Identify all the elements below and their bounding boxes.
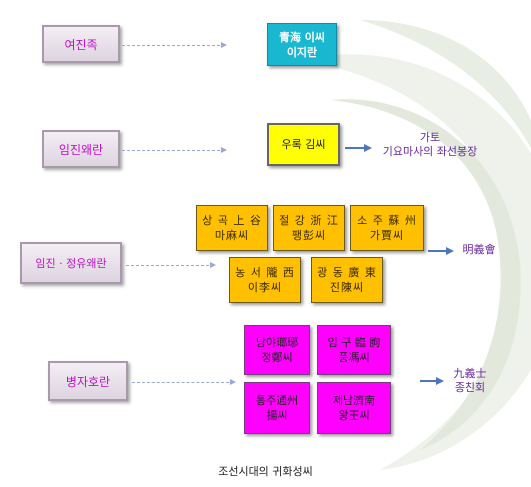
clan-jeolgang-paeng-line1: 절 강 浙 江	[279, 214, 339, 227]
clan-imgu-pung-line2: 풍馮씨	[338, 351, 370, 364]
clan-tongju-yang: 통주通州 揚씨	[244, 382, 310, 434]
period-imjin: 임진왜란	[42, 130, 120, 168]
clan-soju-ga-line2: 가賈씨	[369, 229, 405, 242]
note-imjin: 가토 기요마사의 좌선봉장	[370, 131, 490, 159]
clan-soju-ga-line1: 소 주 蘇 州	[357, 214, 417, 227]
note-byeongja-line2: 종친회	[454, 381, 486, 394]
period-imjin-jeongyu: 임진 · 정유왜란	[20, 242, 122, 284]
clan-jenam-wang-line2: 왕王씨	[338, 409, 370, 422]
clan-sanggok-ma: 상 곡 上 谷 마麻씨	[196, 205, 268, 251]
clan-tongju-yang-line1: 통주通州	[255, 394, 299, 407]
arrow-imjin-note	[345, 144, 372, 152]
period-jurchen: 여진족	[42, 25, 120, 63]
period-byeongja-label: 병자호란	[65, 374, 111, 389]
clan-cheonghae-lee-line2: 이지란	[286, 45, 318, 59]
clan-nongseo-lee: 농 서 隴 西 이李씨	[229, 257, 301, 303]
clan-imgu-pung-line1: 임 구 臨 朐	[327, 336, 381, 349]
diagram-caption: 조선시대의 귀화성씨	[218, 465, 313, 478]
clan-gwangdong-jin-line1: 광 동 廣 東	[317, 266, 377, 279]
note-byeongja-line1: 九義士	[453, 367, 487, 380]
clan-nangya-jeong-line2: 정鄭씨	[261, 351, 293, 364]
dashed-arrow-imjin	[122, 147, 227, 153]
arrow-jeongyu-note	[428, 247, 454, 255]
clan-jenam-wang: 제남濟南 왕王씨	[317, 382, 391, 434]
note-jeongyu-line1: 明義會	[462, 243, 496, 256]
dashed-arrow-jeongyu	[126, 262, 216, 268]
clan-gwangdong-jin-line2: 진陳씨	[329, 281, 365, 294]
dashed-arrow-jurchen	[122, 42, 227, 48]
clan-nongseo-lee-line1: 농 서 隴 西	[235, 266, 295, 279]
note-byeongja: 九義士 종친회	[440, 367, 500, 395]
period-imjin-label: 임진왜란	[58, 142, 104, 157]
clan-urok-kim-line1: 우록 김씨	[281, 138, 326, 151]
clan-sanggok-ma-line2: 마麻씨	[214, 229, 250, 242]
period-byeongja: 병자호란	[48, 361, 128, 401]
clan-jenam-wang-line1: 제남濟南	[332, 394, 376, 407]
period-imjin-jeongyu-label: 임진 · 정유왜란	[35, 257, 107, 270]
clan-jeolgang-paeng: 절 강 浙 江 팽彭씨	[273, 205, 345, 251]
clan-imgu-pung: 임 구 臨 朐 풍馮씨	[317, 325, 391, 375]
note-imjin-line1: 가토	[419, 131, 441, 144]
clan-nongseo-lee-line2: 이李씨	[247, 281, 283, 294]
clan-jeolgang-paeng-line2: 팽彭씨	[291, 229, 327, 242]
clan-soju-ga: 소 주 蘇 州 가賈씨	[350, 205, 424, 251]
dashed-arrow-byeongja	[132, 379, 236, 385]
clan-nangya-jeong-line1: 낭야瑯琊	[255, 336, 299, 349]
clan-cheonghae-lee-line1: 青海 이씨	[278, 30, 326, 44]
clan-tongju-yang-line2: 揚씨	[266, 409, 288, 422]
clan-cheonghae-lee: 青海 이씨 이지란	[267, 23, 337, 66]
clan-gwangdong-jin: 광 동 廣 東 진陳씨	[311, 257, 383, 303]
clan-sanggok-ma-line1: 상 곡 上 谷	[202, 214, 262, 227]
period-jurchen-label: 여진족	[64, 37, 98, 52]
clan-nangya-jeong: 낭야瑯琊 정鄭씨	[244, 325, 310, 375]
note-imjin-line2: 기요마사의 좌선봉장	[382, 145, 478, 158]
clan-urok-kim: 우록 김씨	[267, 123, 340, 166]
arrow-byeongja-note	[420, 377, 444, 385]
note-jeongyu: 明義會	[454, 243, 504, 257]
